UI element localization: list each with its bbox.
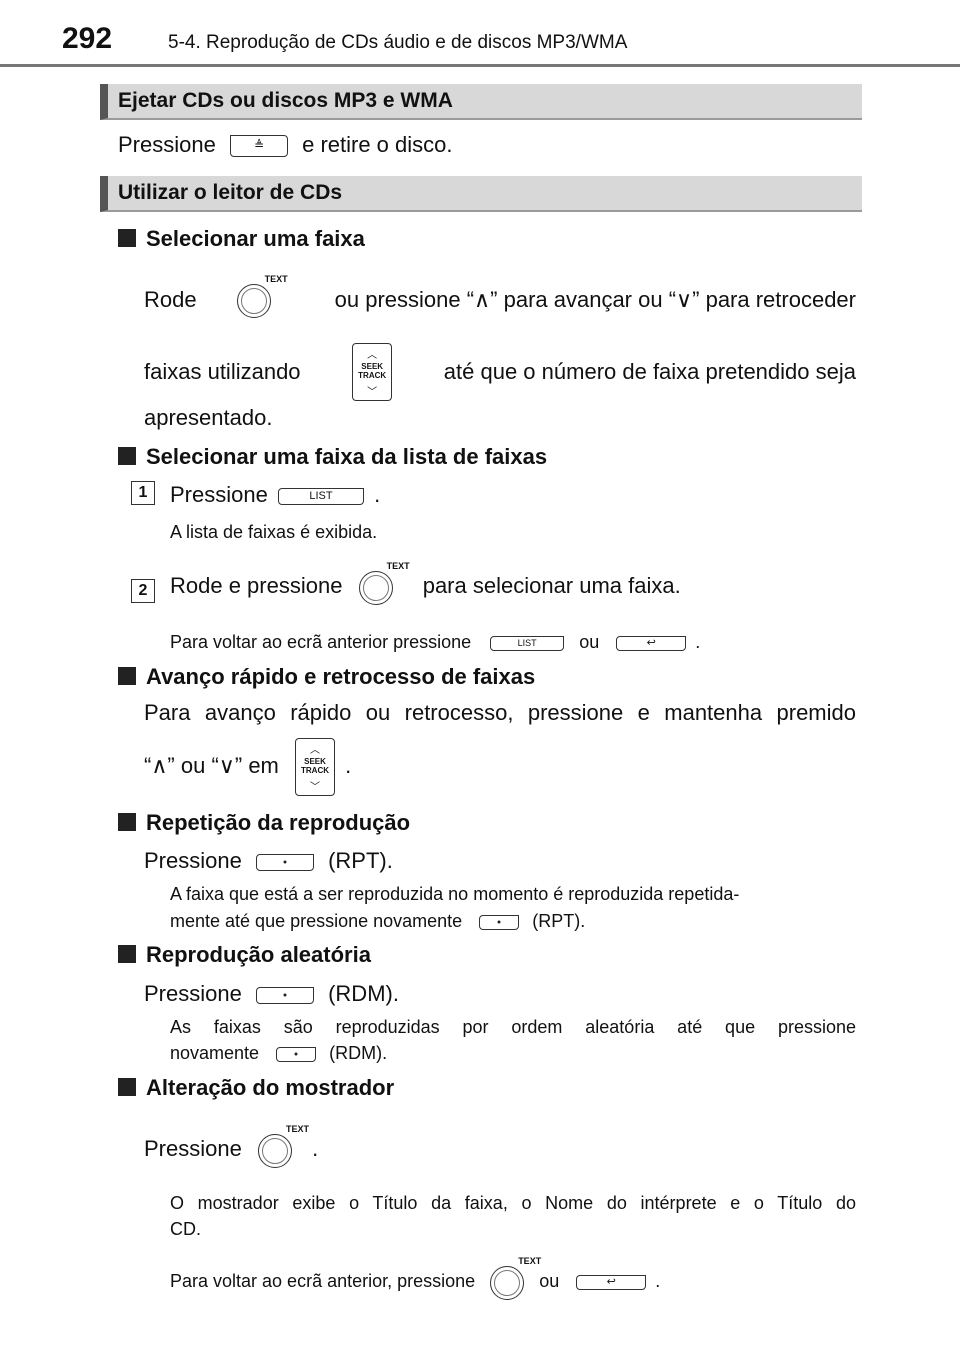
display-note-line-2: CD. bbox=[170, 1219, 201, 1239]
step-number-1: 1 bbox=[131, 481, 155, 505]
page-number: 292 bbox=[62, 22, 113, 55]
display-instruction: Pressione TEXT . bbox=[144, 1124, 318, 1170]
repeat-note-line-1: A faixa que está a ser reproduzida no mo… bbox=[170, 884, 740, 904]
eject-button-icon: ≜ bbox=[229, 135, 288, 158]
text-knob-icon: TEXT bbox=[236, 274, 288, 320]
random-note-line-2: novamente (RDM). bbox=[170, 1043, 388, 1063]
step-1-note: A lista de faixas é exibida. bbox=[170, 522, 378, 542]
preset-button-icon bbox=[479, 914, 520, 930]
back-button-icon: ↩ bbox=[616, 635, 687, 651]
step-number-2: 2 bbox=[131, 579, 155, 603]
list-button-icon: LIST bbox=[277, 487, 364, 505]
section-title: Ejetar CDs ou discos MP3 e WMA bbox=[118, 89, 453, 112]
heading-fast-forward: Avanço rápido e retrocesso de faixas bbox=[118, 664, 535, 690]
step-2-note: Para voltar ao ecrã anterior pressione L… bbox=[170, 632, 701, 652]
text-knob-icon: TEXT bbox=[358, 561, 410, 607]
section-title: Utilizar o leitor de CDs bbox=[118, 181, 343, 204]
text-knob-icon: TEXT bbox=[257, 1124, 309, 1170]
list-button-icon: LIST bbox=[490, 635, 565, 651]
back-button-icon: ↩ bbox=[576, 1274, 647, 1290]
select-track-line-1: Rode TEXT ou pressione “∧” para avançar … bbox=[144, 274, 856, 320]
bullet-icon bbox=[118, 813, 136, 831]
text-knob-icon: TEXT bbox=[490, 1256, 541, 1302]
section-header-eject: Ejetar CDs ou discos MP3 e WMA bbox=[100, 84, 862, 120]
bullet-icon bbox=[118, 667, 136, 685]
select-track-line-3: apresentado. bbox=[144, 405, 273, 430]
bullet-icon bbox=[118, 1078, 136, 1096]
display-note-line-1: O mostrador exibe o Título da faixa, o N… bbox=[170, 1193, 856, 1213]
bullet-icon bbox=[118, 229, 136, 247]
preset-button-icon bbox=[255, 853, 314, 871]
random-note-line-1: As faixas são reproduzidas por ordem ale… bbox=[170, 1017, 856, 1037]
repeat-instruction: Pressione (RPT). bbox=[144, 848, 393, 873]
heading-select-from-list: Selecionar uma faixa da lista de faixas bbox=[118, 444, 547, 470]
heading-repeat: Repetição da reprodução bbox=[118, 810, 410, 836]
fast-forward-line-1: Para avanço rápido ou retrocesso, pressi… bbox=[144, 700, 856, 725]
repeat-note-line-2: mente até que pressione novamente (RPT). bbox=[170, 911, 586, 931]
heading-random: Reprodução aleatória bbox=[118, 942, 371, 968]
display-note-line-3: Para voltar ao ecrã anterior, pressione … bbox=[170, 1256, 660, 1302]
header-rule bbox=[0, 64, 960, 67]
bullet-icon bbox=[118, 447, 136, 465]
bullet-icon bbox=[118, 945, 136, 963]
running-title: 5-4. Reprodução de CDs áudio e de discos… bbox=[168, 32, 628, 53]
step-1-text: Pressione LIST . bbox=[170, 482, 381, 507]
heading-display-change: Alteração do mostrador bbox=[118, 1075, 394, 1101]
preset-button-icon bbox=[255, 986, 314, 1004]
heading-select-track: Selecionar uma faixa bbox=[118, 226, 365, 252]
eject-instruction: Pressione ≜ e retire o disco. bbox=[118, 132, 453, 158]
random-instruction: Pressione (RDM). bbox=[144, 981, 399, 1006]
preset-button-icon bbox=[276, 1046, 317, 1062]
section-header-cd-player: Utilizar o leitor de CDs bbox=[100, 176, 862, 212]
step-2-text: Rode e pressione TEXT para selecionar um… bbox=[170, 561, 681, 607]
